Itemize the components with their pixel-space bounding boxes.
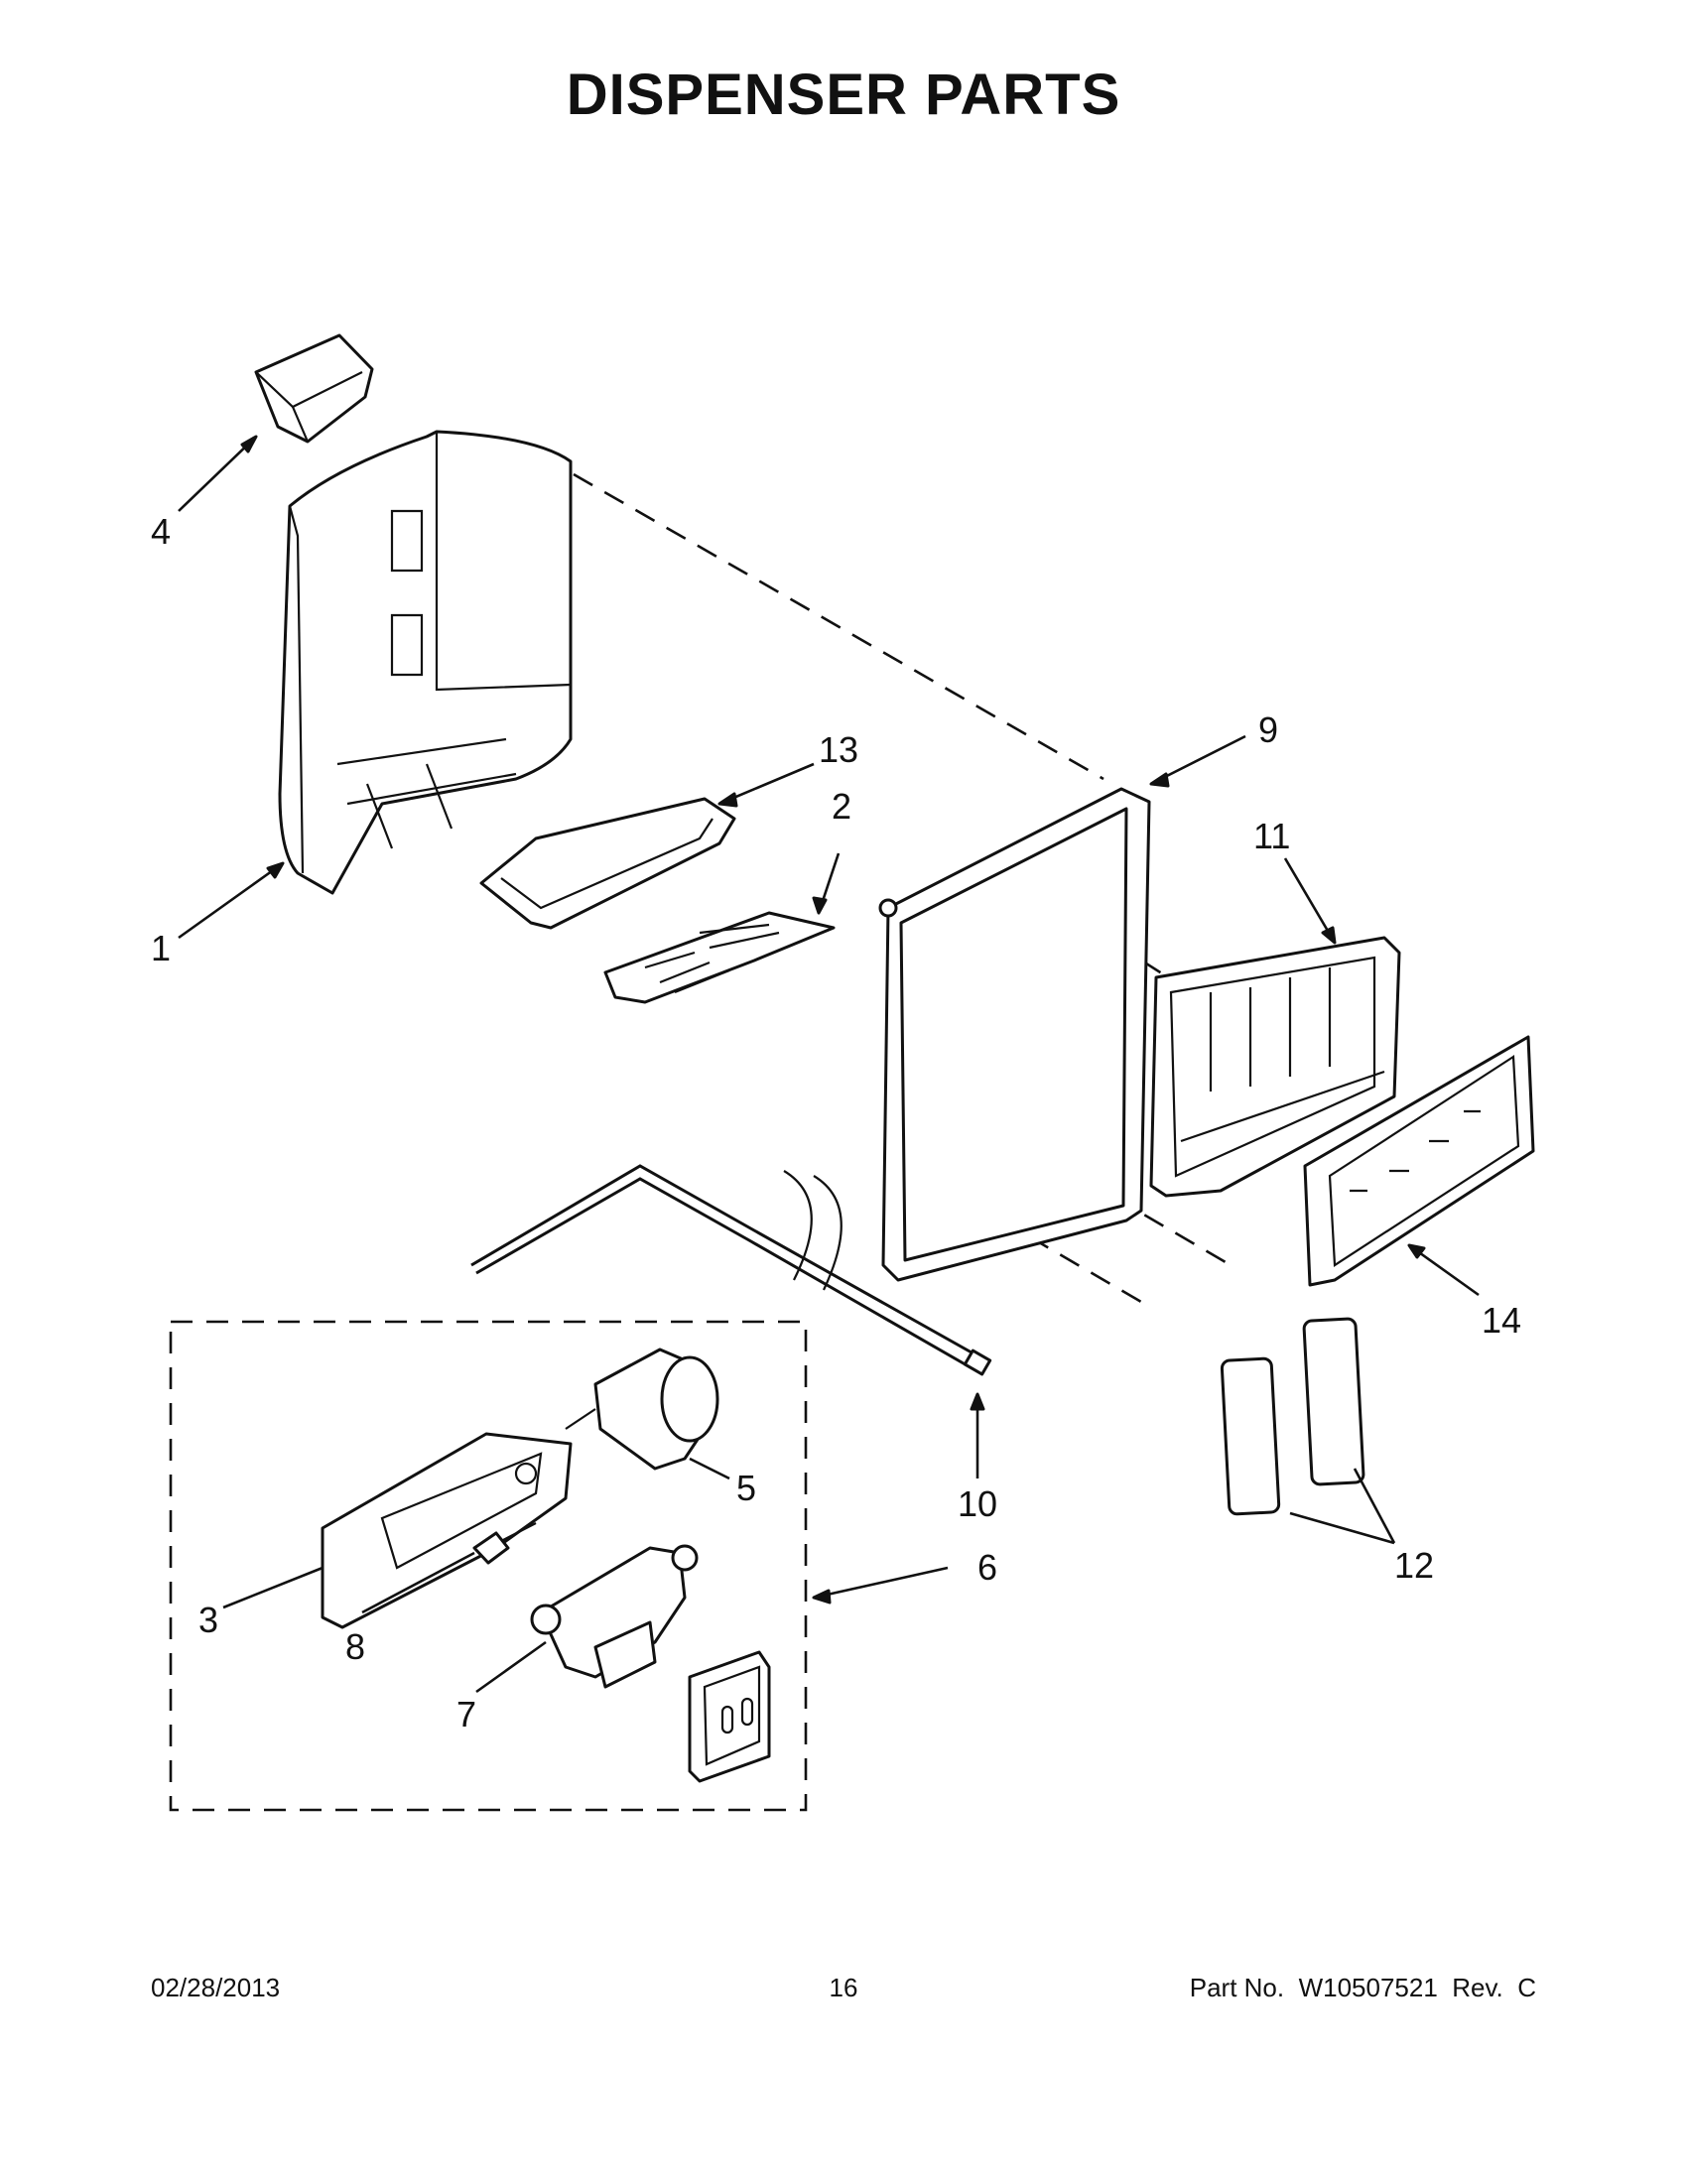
part-11-control-housing [1149, 936, 1401, 1198]
callout-12: 12 [1394, 1545, 1434, 1586]
footer-date: 02/28/2013 [151, 1973, 281, 2002]
part-7-solenoid [530, 1544, 699, 1689]
callout-numbers: 4 1 13 2 9 11 14 12 10 5 6 3 8 7 [151, 511, 1521, 1734]
callout-11: 11 [1253, 816, 1290, 856]
part-12-pads [1220, 1317, 1365, 1516]
leader-lines [178, 435, 1480, 1694]
part-2-grille [603, 911, 836, 1004]
callout-9: 9 [1258, 709, 1278, 750]
callout-8: 8 [345, 1626, 365, 1667]
callout-10: 10 [958, 1483, 997, 1524]
part-13-tray [479, 797, 736, 930]
footer-part-number: Part No. W10507521 Rev. C [1189, 1973, 1536, 2002]
callout-7: 7 [456, 1694, 476, 1734]
callout-2: 2 [832, 786, 851, 827]
part-14-control-panel [1303, 1035, 1535, 1287]
part-5-motor [565, 1348, 719, 1471]
part-3-bracket [321, 1432, 573, 1629]
callout-3: 3 [198, 1600, 218, 1640]
footer-page-number: 16 [829, 1973, 858, 2002]
callout-14: 14 [1482, 1300, 1521, 1341]
callout-13: 13 [819, 729, 858, 770]
part-10-water-tube [470, 1164, 992, 1376]
callout-5: 5 [736, 1468, 756, 1508]
paddle-part [688, 1650, 771, 1783]
callout-1: 1 [151, 928, 171, 968]
part-9-frame [878, 787, 1151, 1282]
page-title: DISPENSER PARTS [566, 63, 1121, 127]
callout-4: 4 [151, 511, 171, 552]
part-1-housing [278, 430, 573, 895]
callout-6: 6 [977, 1547, 997, 1588]
part-4-cup [254, 333, 374, 444]
part-8-screw [472, 1522, 537, 1565]
